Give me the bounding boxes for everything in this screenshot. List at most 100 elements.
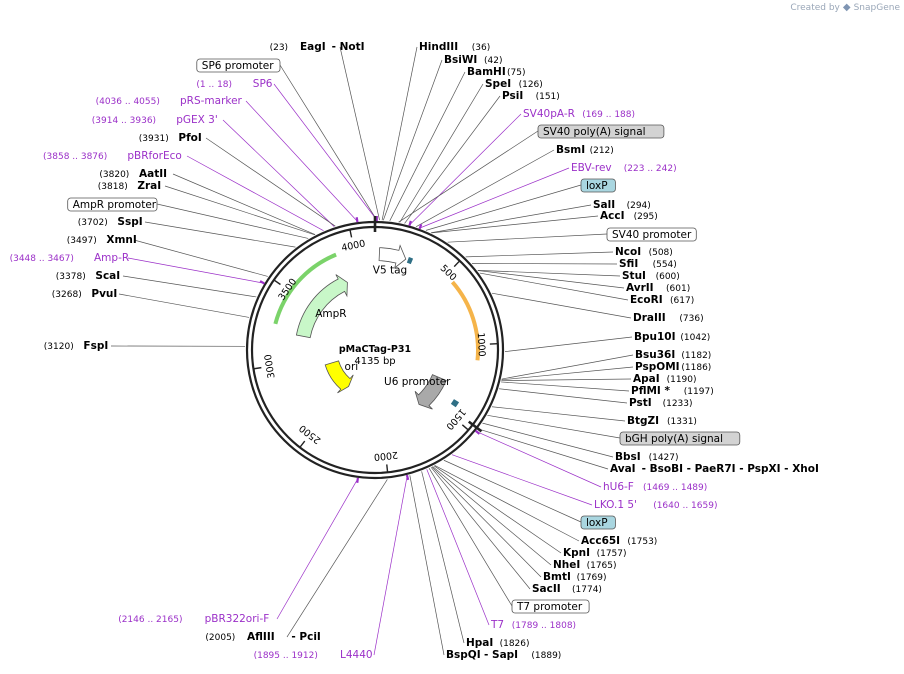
label-avrii: (601)AvrII bbox=[626, 282, 690, 294]
primer-site-mark bbox=[408, 220, 412, 226]
leader-line bbox=[504, 336, 633, 352]
label-leader-lines bbox=[110, 46, 634, 656]
label-ncoi: (508)NcoI bbox=[615, 246, 673, 258]
primer-site-mark bbox=[405, 474, 410, 481]
label-position: (1757) bbox=[597, 549, 627, 559]
label-sv40prom: SV40 promoter bbox=[606, 227, 697, 242]
leader-line bbox=[286, 479, 388, 638]
label-position: (295) bbox=[634, 212, 658, 222]
label-box bbox=[619, 431, 741, 446]
leader-line bbox=[447, 233, 608, 243]
leader-line bbox=[122, 275, 257, 298]
label-position: (1331) bbox=[667, 417, 697, 427]
leader-line bbox=[432, 466, 552, 566]
primer-site-mark bbox=[418, 223, 423, 230]
label-name: BtgZI bbox=[627, 415, 659, 427]
label-name: ScaI bbox=[95, 270, 120, 282]
tick-label: 2000 bbox=[373, 449, 398, 462]
label-position: (3914 .. 3936) bbox=[92, 116, 156, 126]
leader-line bbox=[501, 354, 634, 380]
label-name: SfiI bbox=[619, 258, 638, 270]
label-position: (3858 .. 3876) bbox=[43, 152, 107, 162]
label-name: loxP bbox=[586, 517, 608, 529]
snapgene-branding: Created by ◆ SnapGene bbox=[790, 2, 900, 13]
label-sp6-prom: SP6 promoter bbox=[196, 58, 281, 73]
leader-line bbox=[273, 83, 378, 221]
label-name: AatII bbox=[139, 168, 167, 180]
label-name: HindIII bbox=[419, 41, 458, 53]
label-l4440: (1895 .. 1912)L4440 bbox=[254, 649, 373, 661]
leader-line bbox=[477, 270, 621, 277]
feature-name: AmpR bbox=[315, 308, 346, 320]
label-stui: (600)StuI bbox=[622, 270, 680, 282]
label-eagi: (23)EagI- NotI bbox=[270, 41, 365, 53]
label-sacii: (1774)SacII bbox=[532, 583, 602, 595]
label-position: (1182) bbox=[681, 351, 711, 361]
label-position: (294) bbox=[627, 201, 651, 211]
label-name: pBRforEco bbox=[127, 150, 181, 162]
feature-arrow-ampr bbox=[295, 274, 348, 339]
label-name: KpnI bbox=[563, 547, 590, 559]
leader-line bbox=[451, 454, 593, 506]
label-position: (1789 .. 1808) bbox=[512, 621, 576, 631]
label-name: hU6-F bbox=[603, 481, 634, 493]
leader-line bbox=[443, 459, 582, 523]
label-bpu10i: (1042)Bpu10I bbox=[634, 331, 710, 343]
leader-line bbox=[381, 46, 418, 221]
leader-line bbox=[499, 388, 628, 404]
label-position: (1765) bbox=[587, 561, 617, 571]
label-position: (1640 .. 1659) bbox=[653, 501, 717, 511]
label-name: LKO.1 5' bbox=[594, 499, 637, 511]
label-pfoi: (3931)PfoI bbox=[139, 132, 202, 144]
label-position: (1769) bbox=[577, 573, 607, 583]
label-position: (1469 .. 1489) bbox=[643, 483, 707, 493]
label-name: BsmI bbox=[556, 144, 585, 156]
leader-line bbox=[409, 113, 522, 225]
label-position: (23) bbox=[270, 43, 288, 53]
feature-name: V5 tag bbox=[373, 264, 407, 276]
label-name: Acc65I bbox=[581, 535, 620, 547]
label-spei: (126)SpeI bbox=[485, 78, 543, 90]
leader-line bbox=[471, 263, 618, 265]
tick-label: 1500 bbox=[443, 406, 467, 432]
label-name: EagI bbox=[300, 41, 326, 53]
label-lko: (1640 .. 1659) LKO.1 5' bbox=[594, 499, 717, 511]
label-ecori: (617)EcoRI bbox=[630, 294, 694, 306]
label-position: (42) bbox=[484, 56, 502, 66]
tick-label: 4000 bbox=[340, 238, 366, 254]
label-name: pGEX 3' bbox=[176, 114, 218, 126]
label-box bbox=[580, 515, 616, 530]
label-name: T7 promoter bbox=[516, 601, 583, 613]
feature-arrow-ori bbox=[324, 360, 354, 394]
label-scai: (3378)ScaI bbox=[56, 270, 120, 282]
label-position: (1190) bbox=[667, 375, 697, 385]
label-hpai: (1826)HpaI bbox=[466, 637, 530, 649]
label-name: DraIII bbox=[633, 312, 666, 324]
label-position: (126) bbox=[519, 80, 543, 90]
backbone-band-arc bbox=[273, 252, 337, 325]
leader-line bbox=[389, 71, 466, 222]
plasmid-length: 4135 bp bbox=[354, 356, 395, 367]
label-position: (75) bbox=[507, 68, 525, 78]
label-position: (4036 .. 4055) bbox=[96, 97, 160, 107]
label-name: SspI bbox=[117, 216, 142, 228]
leader-line bbox=[421, 471, 465, 644]
leader-line bbox=[118, 293, 250, 318]
label-avai: (1463)AvaI- BsoBI - PaeR7I - PspXI - Xho… bbox=[610, 463, 904, 475]
label-name: SV40 promoter bbox=[612, 229, 692, 241]
leader-line bbox=[431, 204, 592, 234]
leader-line bbox=[399, 83, 484, 223]
label-position: (1753) bbox=[627, 537, 657, 547]
label-name: PvuI bbox=[91, 288, 117, 300]
label-name-secondary: - SapI bbox=[484, 649, 518, 661]
label-box bbox=[196, 58, 281, 73]
leader-line bbox=[478, 428, 609, 470]
label-btgzi: (1331) BtgZI bbox=[627, 415, 697, 427]
label-name: ApaI bbox=[633, 373, 660, 385]
leader-line bbox=[426, 469, 490, 626]
label-pbrforeco: (3858 .. 3876) pBRforEco bbox=[43, 150, 182, 162]
label-draiii: (736)DraIII bbox=[633, 312, 704, 324]
label-name: bGH poly(A) signal bbox=[625, 433, 723, 445]
